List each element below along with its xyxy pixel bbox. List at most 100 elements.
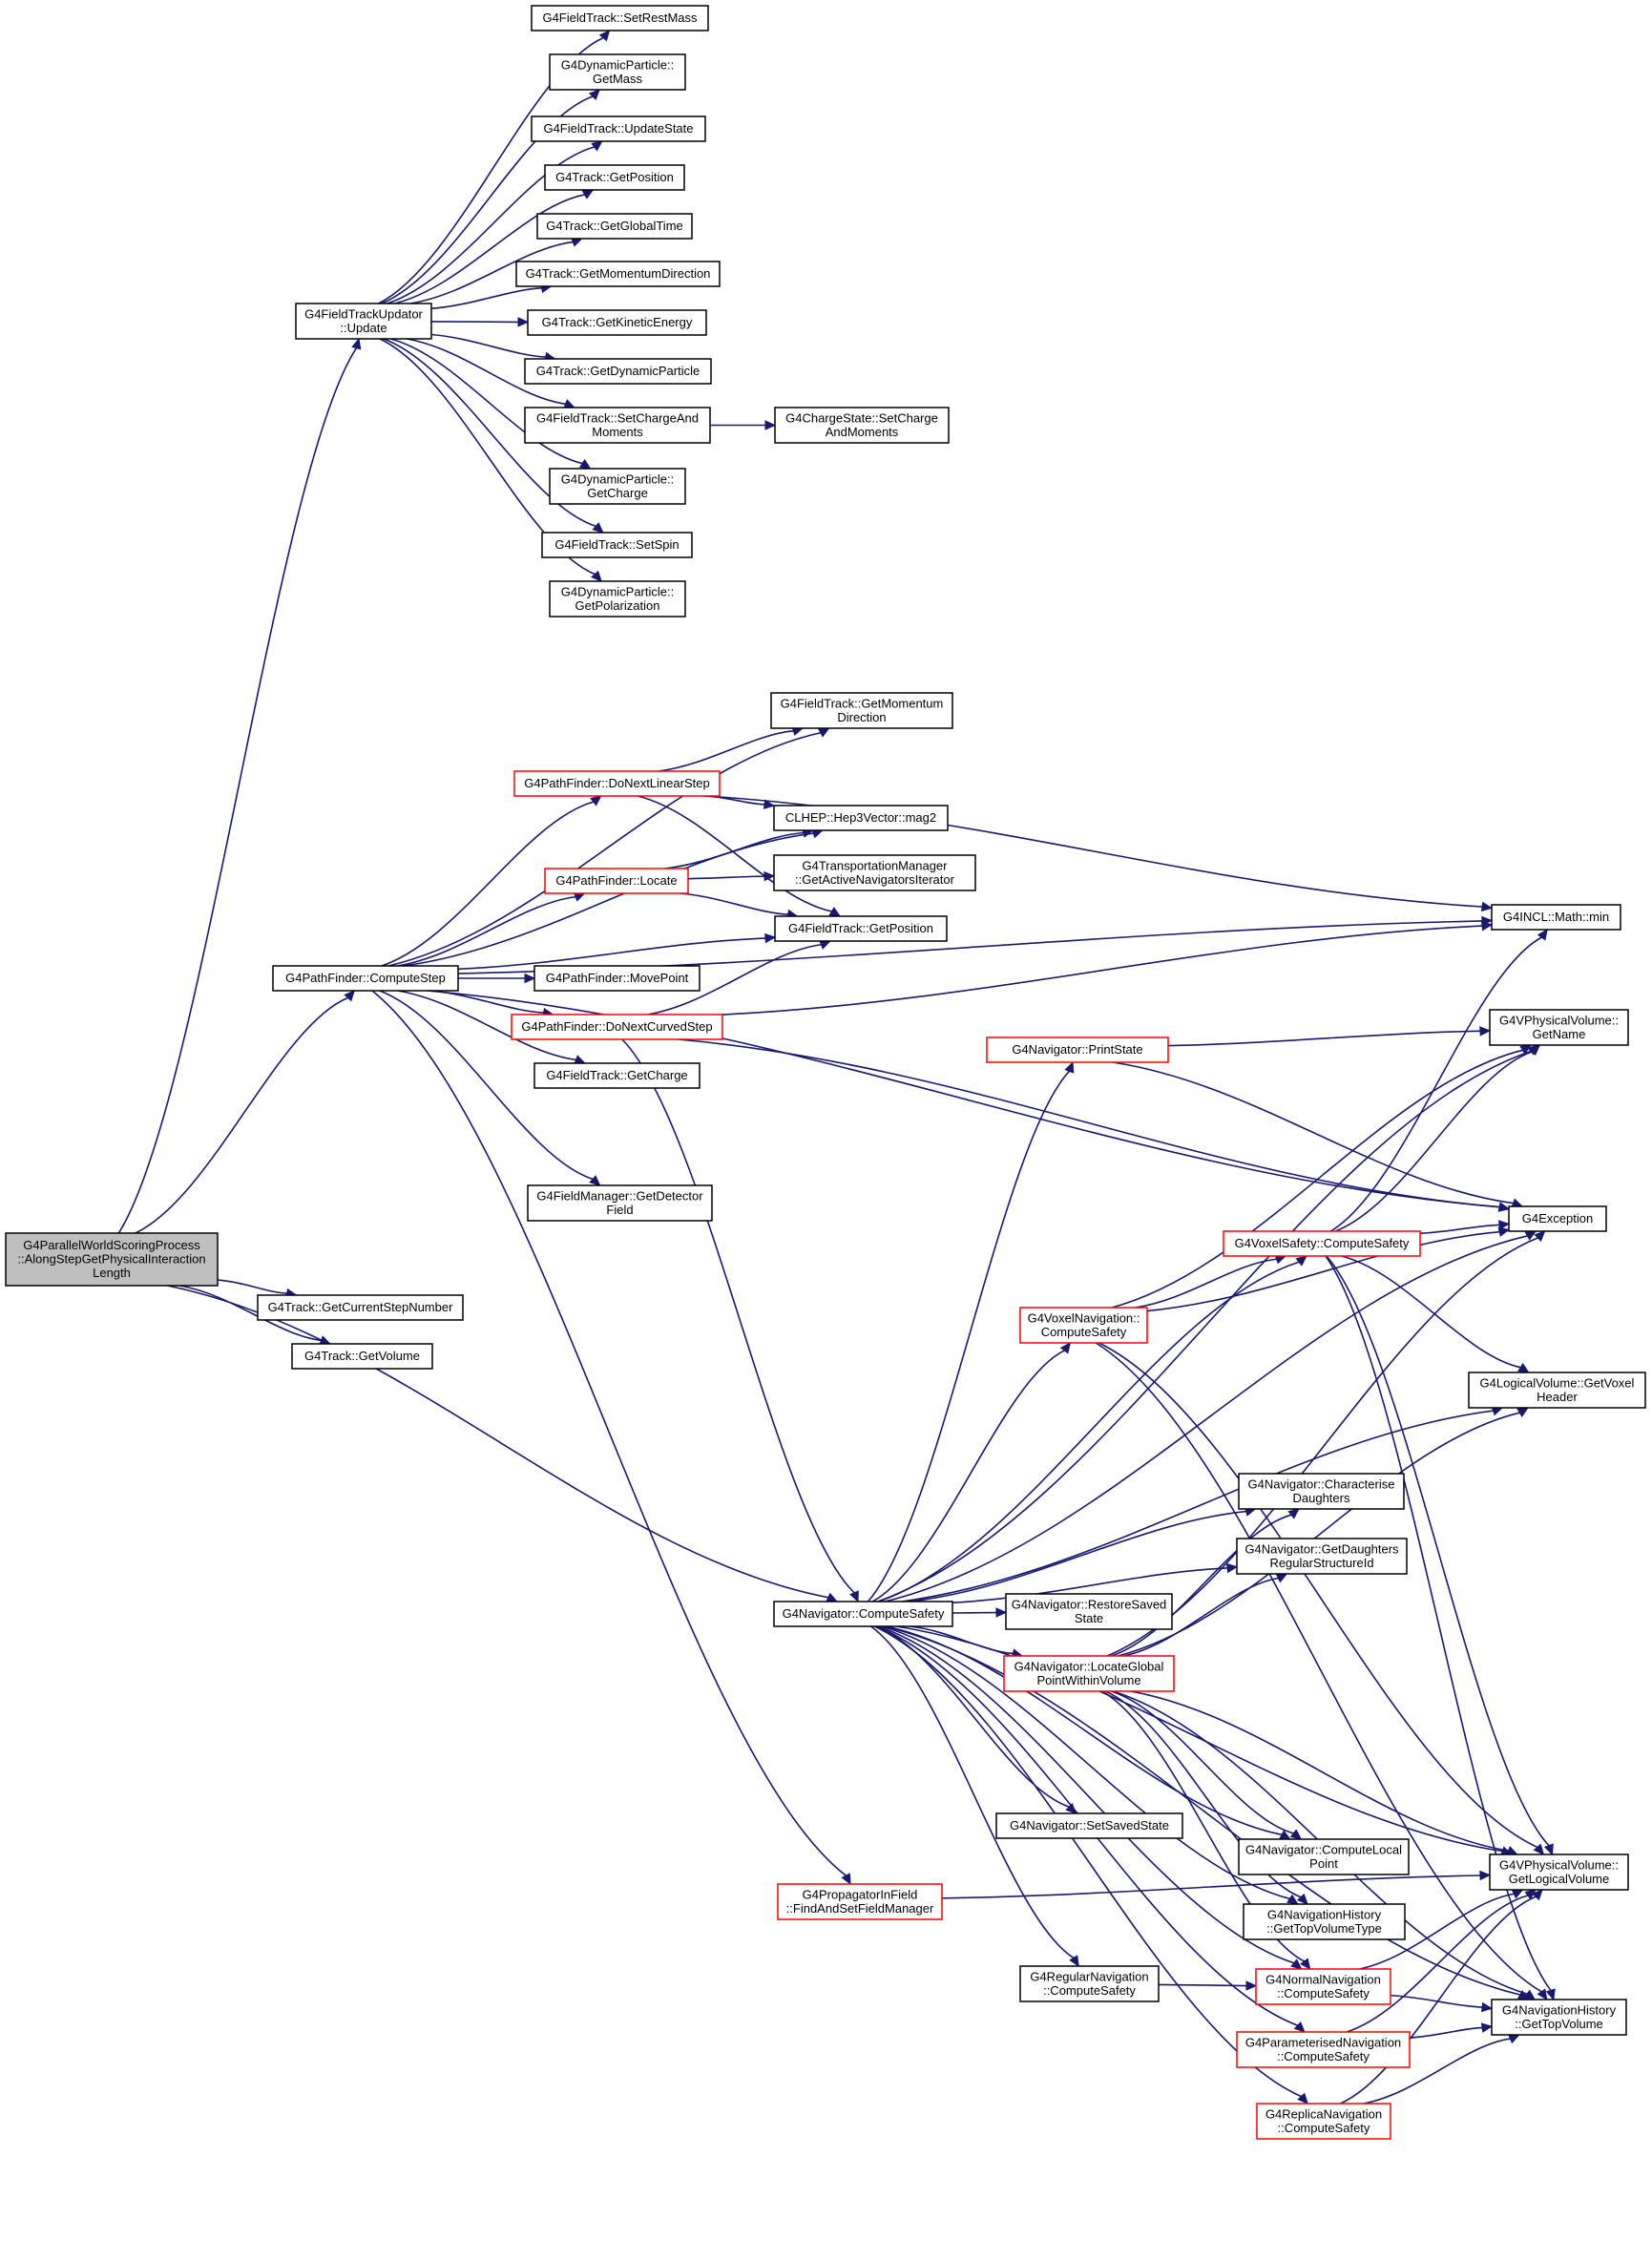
- node-g4exception[interactable]: G4Exception: [1508, 1205, 1607, 1232]
- node-nav-locateglobal[interactable]: G4Navigator::LocateGlobalPointWithinVolu…: [1003, 1655, 1175, 1692]
- node-box[interactable]: [541, 532, 693, 558]
- node-box[interactable]: [1243, 1903, 1406, 1940]
- node-nav-getdaughtersregular[interactable]: G4Navigator::GetDaughtersRegularStructur…: [1236, 1538, 1408, 1575]
- node-ft-updatestate[interactable]: G4FieldTrack::UpdateState: [531, 115, 706, 142]
- node-box[interactable]: [531, 5, 709, 31]
- node-box[interactable]: [5, 1232, 219, 1287]
- node-box[interactable]: [1003, 1655, 1175, 1692]
- node-pf-donextlinear[interactable]: G4PathFinder::DoNextLinearStep: [513, 770, 721, 797]
- node-box[interactable]: [549, 580, 686, 618]
- node-box[interactable]: [272, 965, 459, 992]
- node-box[interactable]: [1491, 1999, 1627, 2036]
- node-box[interactable]: [291, 1343, 433, 1370]
- node-ft-getposition[interactable]: G4FieldTrack::GetPosition: [774, 915, 948, 942]
- node-box[interactable]: [773, 854, 976, 891]
- node-ft-getmomdir[interactable]: G4FieldTrack::GetMomentumDirection: [770, 692, 953, 729]
- node-pf-donextcurved[interactable]: G4PathFinder::DoNextCurvedStep: [511, 1014, 723, 1040]
- node-tr-getdynparticle[interactable]: G4Track::GetDynamicParticle: [524, 358, 712, 385]
- node-box[interactable]: [773, 805, 949, 831]
- node-clhep-mag2[interactable]: CLHEP::Hep3Vector::mag2: [773, 805, 949, 831]
- node-box[interactable]: [1236, 2031, 1411, 2068]
- node-box[interactable]: [1491, 904, 1621, 931]
- node-tr-getposition[interactable]: G4Track::GetPosition: [544, 164, 685, 191]
- node-tr-getcurrentstep[interactable]: G4Track::GetCurrentStepNumber: [257, 1294, 464, 1321]
- node-ft-setrestmass[interactable]: G4FieldTrack::SetRestMass: [531, 5, 709, 31]
- node-box[interactable]: [995, 1812, 1183, 1839]
- node-rn-computesafety[interactable]: G4RegularNavigation::ComputeSafety: [1019, 1965, 1160, 2002]
- node-box[interactable]: [1005, 1593, 1173, 1630]
- node-box[interactable]: [527, 309, 707, 336]
- node-box[interactable]: [257, 1294, 464, 1321]
- node-pif-findsetfm[interactable]: G4PropagatorInField::FindAndSetFieldMana…: [777, 1883, 943, 1920]
- node-tm-getactivenav[interactable]: G4TransportationManager::GetActiveNaviga…: [773, 854, 976, 891]
- node-vpv-getlogical[interactable]: G4VPhysicalVolume::GetLogicalVolume: [1489, 1854, 1629, 1891]
- node-box[interactable]: [1255, 1968, 1391, 2005]
- node-box[interactable]: [1238, 1473, 1405, 1510]
- node-box[interactable]: [774, 407, 950, 444]
- node-nn-computesafety[interactable]: G4NormalNavigation::ComputeSafety: [1255, 1968, 1391, 2005]
- node-pf-locate[interactable]: G4PathFinder::Locate: [544, 868, 689, 894]
- node-pf-movepoint[interactable]: G4PathFinder::MovePoint: [533, 965, 701, 992]
- node-box[interactable]: [533, 965, 701, 992]
- node-box[interactable]: [1489, 1854, 1629, 1891]
- node-tr-getvolume[interactable]: G4Track::GetVolume: [291, 1343, 433, 1370]
- node-box[interactable]: [777, 1883, 943, 1920]
- node-incl-min[interactable]: G4INCL::Math::min: [1491, 904, 1621, 931]
- node-box[interactable]: [1236, 1538, 1408, 1575]
- node-box[interactable]: [524, 407, 711, 444]
- node-vpv-getname[interactable]: G4VPhysicalVolume::GetName: [1489, 1009, 1629, 1046]
- node-nh-gettopvolume[interactable]: G4NavigationHistory::GetTopVolume: [1491, 1999, 1627, 2036]
- node-box[interactable]: [515, 261, 721, 287]
- node-nav-computesafety[interactable]: G4Navigator::ComputeSafety: [773, 1601, 953, 1627]
- node-box[interactable]: [1223, 1230, 1421, 1257]
- node-repn-computesafety[interactable]: G4ReplicaNavigation::ComputeSafety: [1256, 2103, 1391, 2140]
- node-box[interactable]: [295, 303, 432, 340]
- node-box[interactable]: [1019, 1965, 1160, 2002]
- node-pf-computestep[interactable]: G4PathFinder::ComputeStep: [272, 965, 459, 992]
- node-box[interactable]: [527, 1184, 713, 1222]
- node-box[interactable]: [513, 770, 721, 797]
- node-box[interactable]: [531, 115, 706, 142]
- node-box[interactable]: [774, 915, 948, 942]
- node-box[interactable]: [536, 213, 693, 240]
- node-box[interactable]: [1256, 2103, 1391, 2140]
- node-box[interactable]: [511, 1014, 723, 1040]
- node-tr-getmomdir[interactable]: G4Track::GetMomentumDirection: [515, 261, 721, 287]
- node-box[interactable]: [1468, 1372, 1646, 1409]
- node-box[interactable]: [1489, 1009, 1629, 1046]
- node-pn-computesafety[interactable]: G4ParameterisedNavigation::ComputeSafety: [1236, 2031, 1411, 2068]
- node-box[interactable]: [544, 868, 689, 894]
- node-ft-setspin[interactable]: G4FieldTrack::SetSpin: [541, 532, 693, 558]
- node-box[interactable]: [544, 164, 685, 191]
- node-box[interactable]: [773, 1601, 953, 1627]
- node-box[interactable]: [1508, 1205, 1607, 1232]
- node-nh-gettopvoltype[interactable]: G4NavigationHistory::GetTopVolumeType: [1243, 1903, 1406, 1940]
- node-ftu-update[interactable]: G4FieldTrackUpdator::Update: [295, 303, 432, 340]
- node-box[interactable]: [986, 1037, 1169, 1063]
- node-root[interactable]: G4ParallelWorldScoringProcess::AlongStep…: [5, 1232, 219, 1287]
- node-vs-computesafety[interactable]: G4VoxelSafety::ComputeSafety: [1223, 1230, 1421, 1257]
- node-vn-computesafety[interactable]: G4VoxelNavigation::ComputeSafety: [1019, 1307, 1148, 1344]
- node-box[interactable]: [770, 692, 953, 729]
- node-box[interactable]: [533, 1062, 701, 1089]
- node-nav-setsavedstate[interactable]: G4Navigator::SetSavedState: [995, 1812, 1183, 1839]
- node-ft-getcharge[interactable]: G4FieldTrack::GetCharge: [533, 1062, 701, 1089]
- node-dp-getcharge[interactable]: G4DynamicParticle::GetCharge: [549, 468, 686, 505]
- node-box[interactable]: [549, 53, 686, 91]
- node-box[interactable]: [1019, 1307, 1148, 1344]
- node-tr-getglobaltime[interactable]: G4Track::GetGlobalTime: [536, 213, 693, 240]
- node-box[interactable]: [549, 468, 686, 505]
- node-dp-getmass[interactable]: G4DynamicParticle::GetMass: [549, 53, 686, 91]
- node-box[interactable]: [1238, 1838, 1410, 1875]
- node-box[interactable]: [524, 358, 712, 385]
- node-tr-getkinetic[interactable]: G4Track::GetKineticEnergy: [527, 309, 707, 336]
- node-nav-printstate[interactable]: G4Navigator::PrintState: [986, 1037, 1169, 1063]
- node-dp-getpolarization[interactable]: G4DynamicParticle::GetPolarization: [549, 580, 686, 618]
